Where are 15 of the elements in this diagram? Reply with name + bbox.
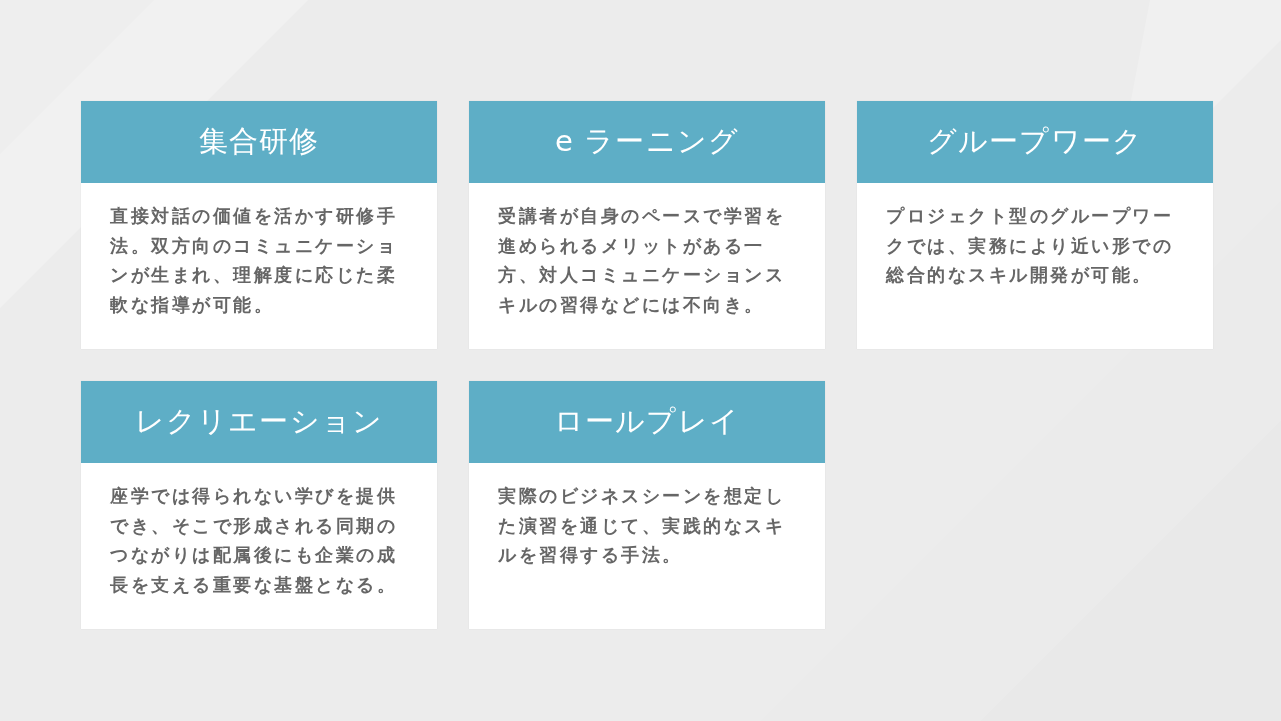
card-text: プロジェクト型のグループワークでは、実務により近い形での総合的なスキル開発が可能。 [886, 204, 1175, 287]
card-text: 実際のビジネスシーンを想定した演習を通じて、実践的なスキルを習得する手法。 [498, 484, 787, 567]
card-header: ロールプレイ [469, 381, 825, 463]
card-text: 座学では得られない学びを提供でき、そこで形成される同期のつながりは配属後にも企業の成長を支える重要な基盤となる。 [110, 484, 399, 597]
card [857, 101, 1213, 349]
card-header: レクリエーション [81, 381, 437, 463]
card [469, 101, 825, 349]
card [81, 381, 437, 629]
card-header: グループワーク [857, 101, 1213, 183]
card [81, 101, 437, 349]
card-header: e ラーニング [469, 101, 825, 183]
card [469, 381, 825, 629]
card-header: 集合研修 [81, 101, 437, 183]
card-text: 受講者が自身のペースで学習を進められるメリットがある一方、対人コミュニケーションスキルの習得などには不向き。 [498, 204, 787, 317]
card-text: 直接対話の価値を活かす研修手法。双方向のコミュニケーションが生まれ、理解度に応じた柔軟な指導が可能。 [110, 204, 399, 317]
